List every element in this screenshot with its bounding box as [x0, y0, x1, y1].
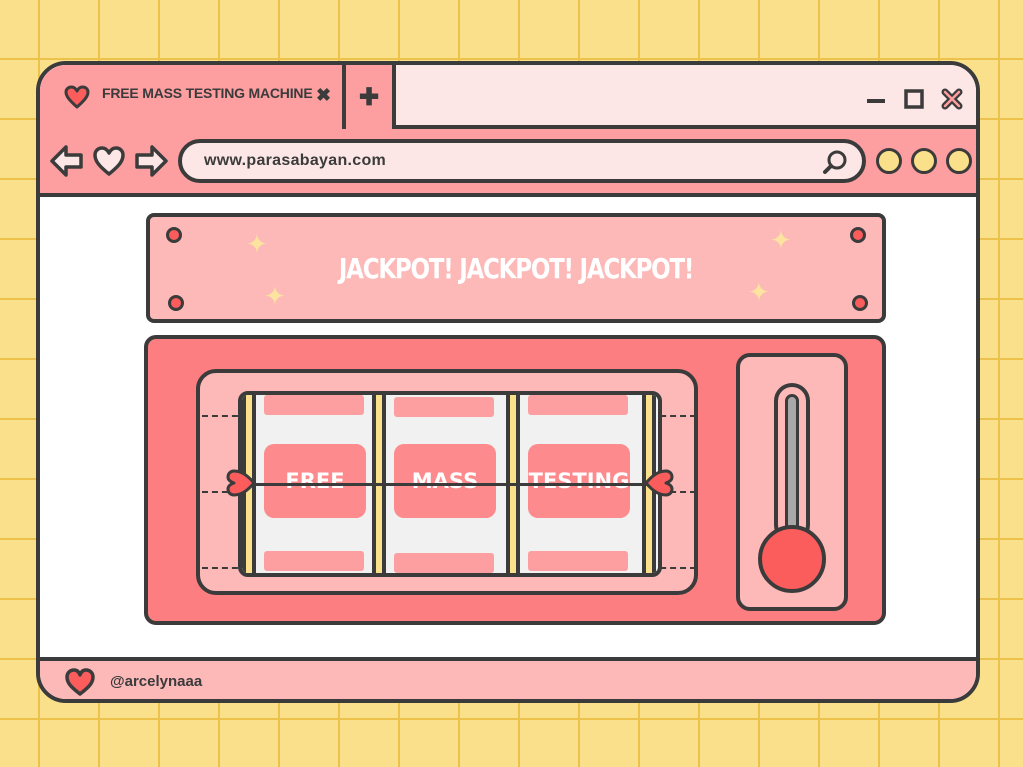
jackpot-banner: ✦ ✦ ✦ ✦ JACKPOT! JACKPOT! JACKPOT! — [146, 213, 886, 323]
thermometer-bulb — [758, 525, 826, 593]
maximize-icon[interactable] — [902, 87, 926, 111]
reel[interactable]: TESTING — [520, 395, 636, 573]
payline — [242, 483, 658, 486]
rivet — [852, 295, 868, 311]
reel-chip — [394, 553, 494, 573]
reel-chip — [264, 395, 364, 415]
heart-marker-icon — [226, 469, 256, 497]
heart-icon — [65, 668, 95, 696]
slot-machine: FREE MASS TESTING — [144, 335, 886, 625]
reel-chip — [264, 551, 364, 571]
heart-icon[interactable] — [92, 143, 126, 179]
reel-frame: FREE MASS TESTING — [196, 369, 698, 595]
tab-close-icon[interactable]: ✖ — [316, 85, 332, 105]
tab-title: FREE MASS TESTING MACHINE — [102, 85, 313, 101]
jackpot-text: JACKPOT! JACKPOT! JACKPOT! — [338, 251, 695, 285]
reel-symbol-free: FREE — [264, 444, 366, 518]
reel-symbol-mass: MASS — [394, 444, 496, 518]
browser-tab[interactable]: FREE MASS TESTING MACHINE ✖ — [40, 65, 346, 129]
footer-bar: @arcelynaaa — [40, 657, 976, 699]
address-bar[interactable]: www.parasabayan.com — [178, 139, 866, 183]
url-text: www.parasabayan.com — [204, 152, 387, 169]
reel[interactable]: MASS — [386, 395, 502, 573]
search-icon[interactable] — [822, 149, 848, 175]
toolbar-dot[interactable] — [876, 148, 902, 174]
back-arrow-icon[interactable] — [50, 143, 84, 179]
heart-marker-icon — [644, 469, 674, 497]
close-icon[interactable] — [940, 87, 964, 111]
reel-chip — [528, 551, 628, 571]
reel-chip — [528, 395, 628, 415]
heart-icon — [64, 85, 90, 109]
reels-window: FREE MASS TESTING — [238, 391, 662, 577]
reel-chip — [394, 397, 494, 417]
sparkle-icon: ✦ — [246, 229, 268, 259]
sparkle-icon: ✦ — [264, 281, 286, 311]
sparkle-icon: ✦ — [770, 225, 792, 255]
thermometer-tube — [774, 383, 810, 543]
new-tab-button[interactable]: ✚ — [346, 65, 396, 129]
forward-arrow-icon[interactable] — [134, 143, 168, 179]
title-bar: FREE MASS TESTING MACHINE ✖ ✚ — [40, 65, 976, 129]
sparkle-icon: ✦ — [748, 277, 770, 307]
thermometer-icon — [736, 353, 848, 611]
reel-symbol-testing: TESTING — [528, 444, 630, 518]
toolbar-dot[interactable] — [911, 148, 937, 174]
rivet — [166, 227, 182, 243]
thermometer-gauge — [785, 394, 799, 534]
rivet — [850, 227, 866, 243]
toolbar-dot[interactable] — [946, 148, 972, 174]
author-handle[interactable]: @arcelynaaa — [110, 673, 203, 690]
reel[interactable]: FREE — [256, 395, 372, 573]
browser-toolbar: www.parasabayan.com — [40, 129, 976, 197]
minimize-icon[interactable] — [864, 87, 888, 111]
rivet — [168, 295, 184, 311]
browser-window: FREE MASS TESTING MACHINE ✖ ✚ www.parasa… — [36, 61, 980, 703]
